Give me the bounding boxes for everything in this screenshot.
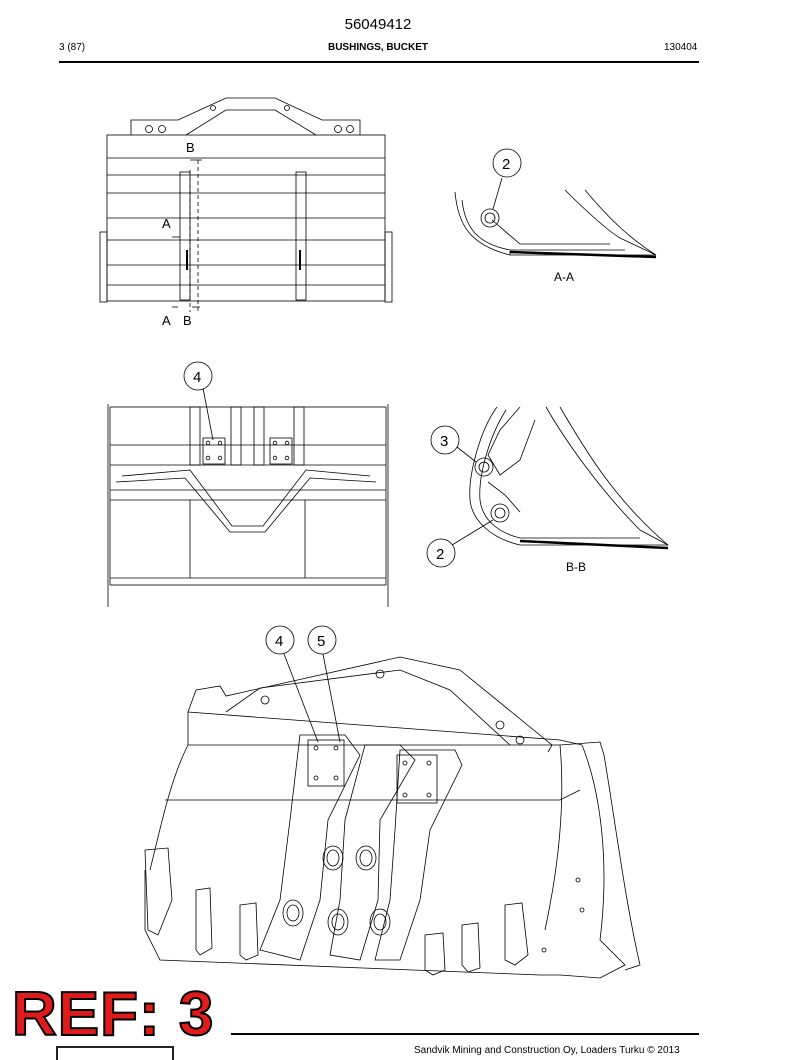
footer-divider [231,1033,699,1035]
page-ref: 3 (87) [59,42,86,53]
callout-4-isometric: 4 [275,633,283,650]
section-b-b-view [426,406,669,568]
brand-logo [56,1046,174,1060]
section-b-b-label: B-B [566,560,586,574]
callout-3-section-bb: 3 [440,433,448,450]
ref-stamp: REF: 3 [11,980,215,1049]
callout-2-section-bb: 2 [436,546,444,563]
callout-5-isometric: 5 [317,633,325,650]
section-a-a-view [454,148,657,259]
page-number: 56049412 [344,16,412,33]
page-title: BUSHINGS, BUCKET [327,42,428,53]
section-marker-a-bottom: A [162,313,171,328]
document-code: 130404 [664,42,698,53]
section-a-a-label: A-A [554,270,574,284]
callout-4-rear-view: 4 [193,369,201,386]
callout-2-section-aa: 2 [502,156,510,173]
section-marker-a-side: A [162,216,171,231]
header-divider [59,61,699,63]
section-marker-b-top: B [186,140,195,155]
rear-view [107,361,389,607]
section-marker-b-bottom: B [183,313,192,328]
isometric-view [144,625,641,979]
footer-copyright: Sandvik Mining and Construction Oy, Load… [414,1045,680,1056]
top-view [99,97,393,312]
